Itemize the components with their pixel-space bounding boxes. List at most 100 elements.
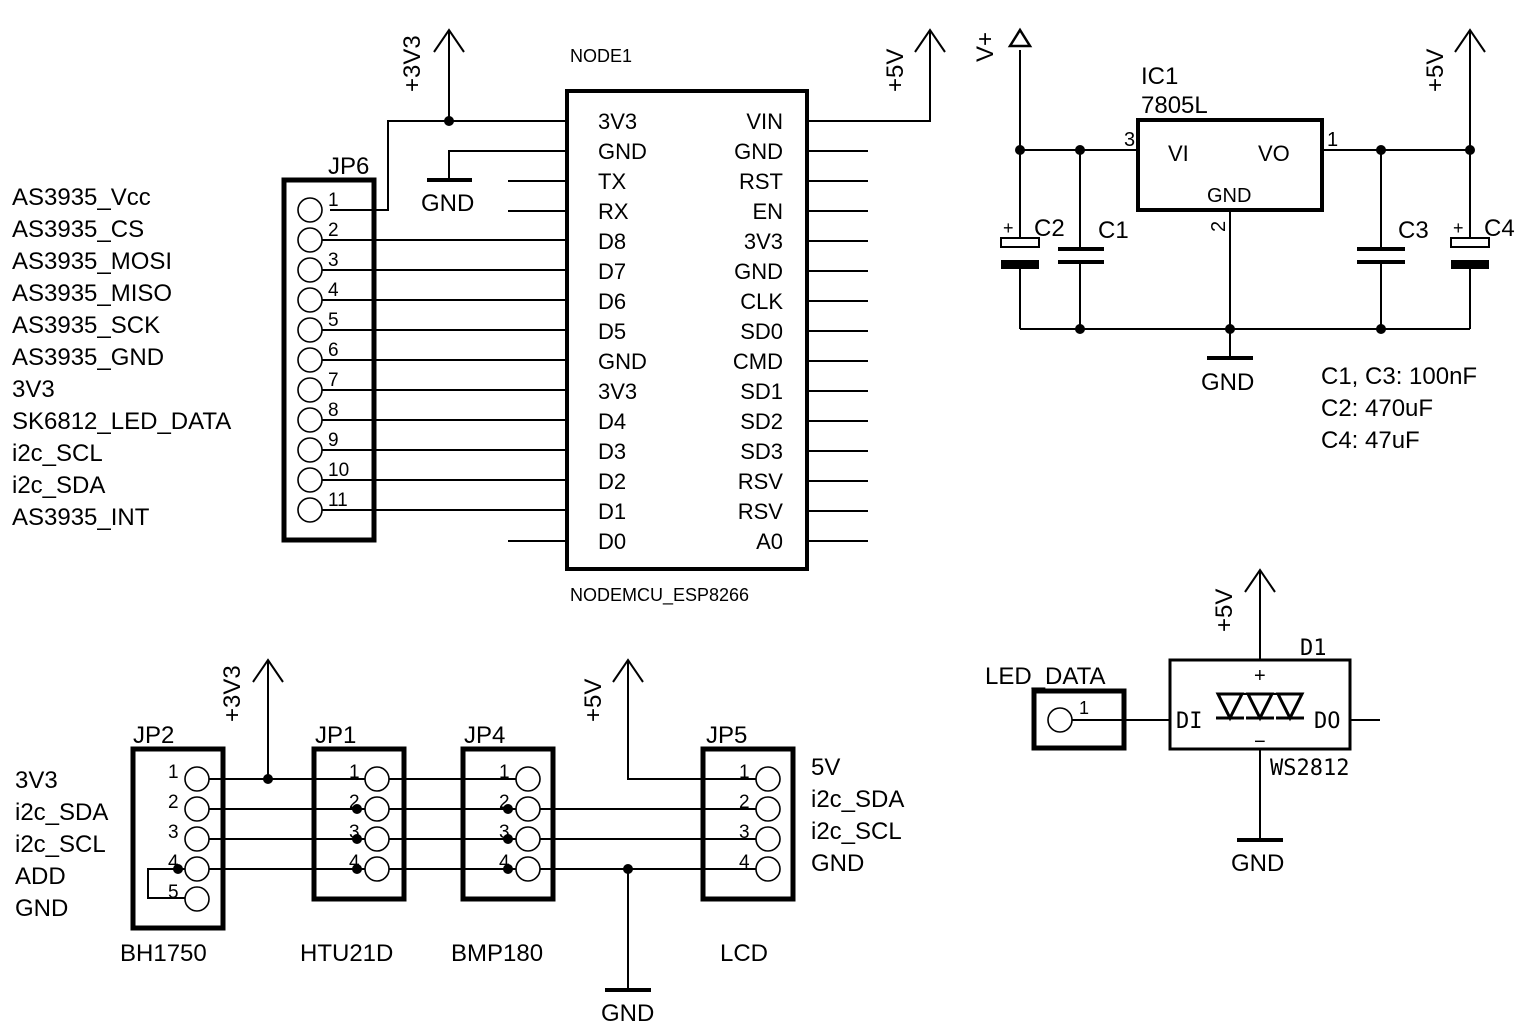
node1-right-pin-label: RSV (738, 499, 784, 524)
gnd-label-led: GND (1231, 850, 1284, 877)
node1-left-pin-label: D5 (598, 319, 626, 344)
jp5-signal-label: 5V (811, 754, 840, 781)
jp4-name: JP4 (464, 722, 505, 749)
node1-right-pin-label: SD1 (740, 379, 783, 404)
led-connector-pin: 1 (1079, 698, 1089, 718)
jp5-pin-number: 3 (739, 822, 750, 843)
jp4-pin-pad (515, 796, 541, 822)
node1-left-pin-label: GND (598, 139, 647, 164)
jp5-pin-pad (755, 826, 781, 852)
ic1-name: IC1 (1141, 63, 1178, 90)
led-value: WS2812 (1270, 756, 1349, 781)
power-5v-label-led: +5V (1211, 589, 1238, 632)
jp1-sub: HTU21D (300, 940, 393, 967)
regulator-section: V+ +5V IC1 7805L VI VO GND 3 1 2 + C2 (972, 27, 1515, 454)
node1-right-pin-label: RST (739, 169, 783, 194)
jp6-signal-label: AS3935_MISO (12, 280, 172, 307)
jp5-pin-pad (755, 796, 781, 822)
jp5-pin-number: 4 (739, 852, 750, 873)
jp6-pin-number: 7 (328, 370, 339, 391)
jp5-name: JP5 (706, 722, 747, 749)
jp2-signal-label: i2c_SDA (15, 799, 108, 826)
jp2-pin-pad (184, 826, 210, 852)
jp5-pin-pad (755, 856, 781, 882)
jp6-pin-number: 10 (328, 460, 349, 481)
jp2-signal-label: 3V3 (15, 767, 58, 794)
power-5v-label-bus: +5V (580, 679, 607, 722)
node1-right-pin-label: VIN (746, 109, 783, 134)
gnd-label-reg: GND (1201, 369, 1254, 396)
node1-right-pin-label: 3V3 (744, 229, 783, 254)
jp6-pin-number: 5 (328, 310, 339, 331)
jp1-junction (352, 834, 362, 844)
jp6-pin-pad (297, 257, 323, 283)
c2-plus: + (1003, 218, 1014, 238)
node1-left-pin-label: D3 (598, 439, 626, 464)
jp6-pin-pad (297, 227, 323, 253)
led-minus: − (1254, 731, 1266, 753)
jp4-pin-number: 4 (499, 852, 510, 873)
jp6-pin-pad (297, 467, 323, 493)
jp6-pin-number: 1 (328, 190, 339, 211)
jp2-signal-label: GND (15, 895, 68, 922)
node1-left-pin-label: RX (598, 199, 629, 224)
jp1-pin-number: 2 (349, 792, 360, 813)
node1-left-pin-label: D4 (598, 409, 626, 434)
nodemcu-module: NODE1 NODEMCU_ESP8266 3V3GNDTXRXD8D7D6D5… (508, 46, 868, 606)
node1-right-pin-label: EN (752, 199, 783, 224)
power-3v3-label-bus: +3V3 (219, 665, 246, 722)
jp6-pin-number: 4 (328, 280, 339, 301)
jp6-signal-label: AS3935_MOSI (12, 248, 172, 275)
jp1-pin-pad (364, 796, 390, 822)
jp6-pin-number: 3 (328, 250, 339, 271)
ic1-pin-vo: 1 (1327, 129, 1338, 151)
jp2-pin-number: 4 (168, 852, 179, 873)
jp6-signal-label: i2c_SDA (12, 472, 105, 499)
node1-right-pin-label: CMD (733, 349, 783, 374)
jp2-signal-label: i2c_SCL (15, 831, 106, 858)
node1-right-pin-label: CLK (740, 289, 783, 314)
jp6-signal-label: AS3935_INT (12, 504, 150, 531)
node1-left-pin-label: GND (598, 349, 647, 374)
node1-left-pin-label: D8 (598, 229, 626, 254)
node1-left-pin-label: D0 (598, 529, 626, 554)
led-data-connector-label: LED_DATA (985, 663, 1105, 690)
jp2-pin-pad (184, 766, 210, 792)
cap-note-1: C1, C3: 100nF (1321, 363, 1477, 390)
led-do-label: DO (1314, 709, 1341, 734)
node1-left-pin-label: D2 (598, 469, 626, 494)
gnd-label-bus: GND (601, 1000, 654, 1027)
gnd-symbol-node: GND (421, 150, 567, 217)
jp5-pin-number: 2 (739, 792, 750, 813)
led-name: D1 (1300, 636, 1327, 661)
jp6-pin-number: 11 (328, 490, 348, 511)
jp6-name: JP6 (328, 153, 369, 180)
node1-right-pin-label: RSV (738, 469, 784, 494)
jp1-pin-number: 3 (349, 822, 360, 843)
jp1-junction (352, 804, 362, 814)
jp6-pin-number: 2 (328, 220, 339, 241)
node1-right-pins: VINGNDRSTEN3V3GNDCLKSD0CMDSD1SD2SD3RSVRS… (733, 109, 868, 554)
node1-name: NODE1 (570, 46, 632, 66)
jp6-signal-label: AS3935_SCK (12, 312, 160, 339)
node1-value: NODEMCU_ESP8266 (570, 585, 749, 606)
c3-label: C3 (1398, 217, 1429, 244)
jp1-junction (352, 864, 362, 874)
jp1-pin-number: 4 (349, 852, 360, 873)
node1-right-pin-label: SD2 (740, 409, 783, 434)
ic1-vi-label: VI (1168, 141, 1189, 166)
c1-label: C1 (1098, 217, 1129, 244)
jp6-pin-number: 8 (328, 400, 339, 421)
jp4-pin-number: 2 (499, 792, 510, 813)
jp1-pin-number: 1 (349, 762, 360, 783)
